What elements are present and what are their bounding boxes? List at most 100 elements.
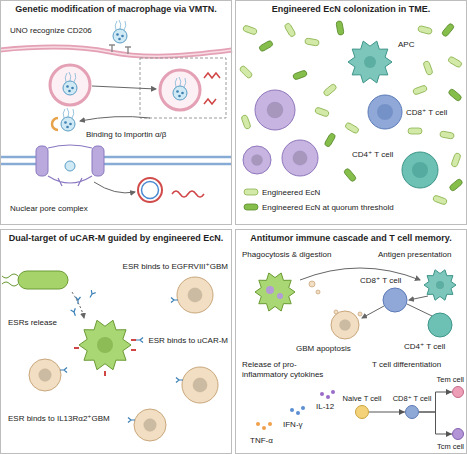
- panel-one-art-part: [92, 86, 156, 89]
- panel-one-art-part: [48, 176, 92, 186]
- panel-four-art-part: [277, 293, 283, 299]
- panel-three-art-part: [136, 338, 143, 343]
- panel-two-art-part: [377, 104, 393, 120]
- text-label: Nuclear pore complex: [10, 204, 88, 214]
- panel: Dual-target of uCAR-M guided by engineer…: [0, 229, 232, 454]
- panel-two-art-part: [323, 83, 338, 97]
- panel-three-art-part: [171, 298, 178, 303]
- panel: Engineered EcN colonization in TME. APC CD…: [235, 0, 467, 225]
- text-label: UNO recognize CD206: [10, 26, 92, 36]
- panel-three-art-part: [134, 409, 166, 441]
- panel-title: Dual-target of uCAR-M guided by engineer…: [5, 233, 227, 243]
- panel-four-art-part: [383, 288, 407, 312]
- text-label: CD8⁺ T cell: [406, 108, 447, 118]
- panel-one-art-part: [160, 70, 200, 110]
- text-label: IL-12: [316, 402, 334, 412]
- panel-four-art-part: [290, 408, 294, 412]
- panel-three-art-part: [182, 367, 218, 403]
- cell-label: CD8⁺ T cell: [393, 394, 432, 403]
- panel-four-art-part: [331, 390, 335, 394]
- panel-title: Antitumor immune cascade and T cell memo…: [240, 233, 462, 243]
- text-label: ESR binds to IL13Rα2⁺GBM: [8, 414, 110, 424]
- panel-four-art-part: [256, 422, 260, 426]
- cell-label: Tem cell: [436, 375, 464, 384]
- panel-two-art-part: [336, 21, 344, 36]
- cell-circle: [355, 405, 369, 419]
- panel-two-art-part: [412, 162, 428, 178]
- panel-two-art-part: [255, 90, 295, 130]
- panel-four-art-part: [424, 270, 456, 300]
- panel-one-art-part: [142, 182, 159, 199]
- panel-three-art-part: [97, 337, 113, 353]
- text-label: IFN-γ: [283, 420, 303, 430]
- panel-four-art-part: [296, 411, 300, 415]
- panel-one-art-part: [48, 145, 92, 148]
- panel-one-art-part: [138, 178, 162, 202]
- panel-two-art-part: [305, 38, 320, 46]
- text-label: T cell differentiation: [372, 360, 441, 370]
- cell-circle: [452, 386, 464, 398]
- panel-title: Engineered EcN colonization in TME.: [240, 4, 462, 14]
- panel-two-art-part: [284, 22, 296, 37]
- panel-one-art-part: [0, 157, 232, 164]
- panel-two-art-part: [417, 25, 432, 34]
- panel-four-art-part: [358, 312, 362, 316]
- text-label: Phagocytosis & digestion: [242, 250, 331, 260]
- panel-three-art-part: [128, 418, 135, 423]
- panel: Genetic modification of macrophage via V…: [0, 0, 232, 225]
- panel-one-art: [0, 20, 232, 202]
- panel-two-art-part: [364, 56, 376, 68]
- panel-three-art-part: [71, 308, 78, 316]
- text-label: CD4⁺ T cell: [404, 342, 445, 352]
- panel-two-art-part: [258, 40, 273, 52]
- panel-three-art-part: [177, 277, 213, 313]
- panel-one-art-part: [52, 118, 58, 130]
- panel-one-art-part: [0, 47, 232, 56]
- panel-one-art-part: [50, 65, 90, 105]
- panel: Antitumor immune cascade and T cell memo…: [235, 229, 467, 454]
- panel-two-art-part: [344, 122, 359, 134]
- text-label: ESR binds to uCAR-M: [148, 336, 228, 346]
- panel-two-art-part: [449, 178, 464, 192]
- cell-circle-shape: [356, 406, 369, 419]
- panel-one-art-part: [173, 77, 187, 100]
- text-label: Binding to Importin α/β: [86, 130, 166, 140]
- panel-two-art-part: [241, 114, 251, 129]
- panel-two-art-part: [441, 23, 455, 38]
- panel-one-art-part: [204, 99, 216, 104]
- panel-two-art-part: [412, 85, 427, 95]
- panel-two-art-part: [244, 189, 258, 195]
- text-label: GBM apoptosis: [296, 344, 351, 354]
- panel-four-art-part: [436, 281, 444, 289]
- panel-four-art-part: [316, 290, 320, 294]
- panel-three-art-part: [72, 292, 84, 318]
- panel-three-art-part: [176, 378, 183, 383]
- cell-node: Naive T cell: [355, 405, 369, 419]
- cell-circle-shape: [406, 406, 419, 419]
- panel-two-art-part: [239, 65, 253, 79]
- panel-two-art-part: [343, 168, 357, 183]
- connector-arrow: [419, 412, 452, 434]
- panel-four-art-part: [362, 306, 384, 318]
- panel-four-art-part: [407, 304, 432, 316]
- panel-three-art-part: [60, 368, 67, 373]
- panel-two-art-part: [324, 132, 336, 147]
- connector-arrow: [369, 412, 405, 413]
- panel-two-art-part: [448, 88, 463, 102]
- panel-one-art-part: [109, 45, 131, 54]
- text-label: ESR binds to EGFRVIII⁺GBM: [123, 262, 228, 272]
- text-label: TNF-α: [250, 436, 273, 446]
- panel-four-art-part: [262, 426, 266, 430]
- panel-four-art-part: [268, 422, 272, 426]
- text-label: Release of pro-inflammatory cytokines: [242, 360, 338, 379]
- cell-circle: [452, 428, 464, 440]
- panel-one-art-part: [92, 146, 104, 176]
- panel-one-art-part: [61, 108, 75, 131]
- panel-two-art-part: [244, 204, 258, 210]
- panel-three-art-part: [79, 320, 131, 369]
- panel-two-art-part: [451, 152, 461, 167]
- text-label: APC: [398, 40, 414, 50]
- panel-two-art-part: [408, 128, 422, 134]
